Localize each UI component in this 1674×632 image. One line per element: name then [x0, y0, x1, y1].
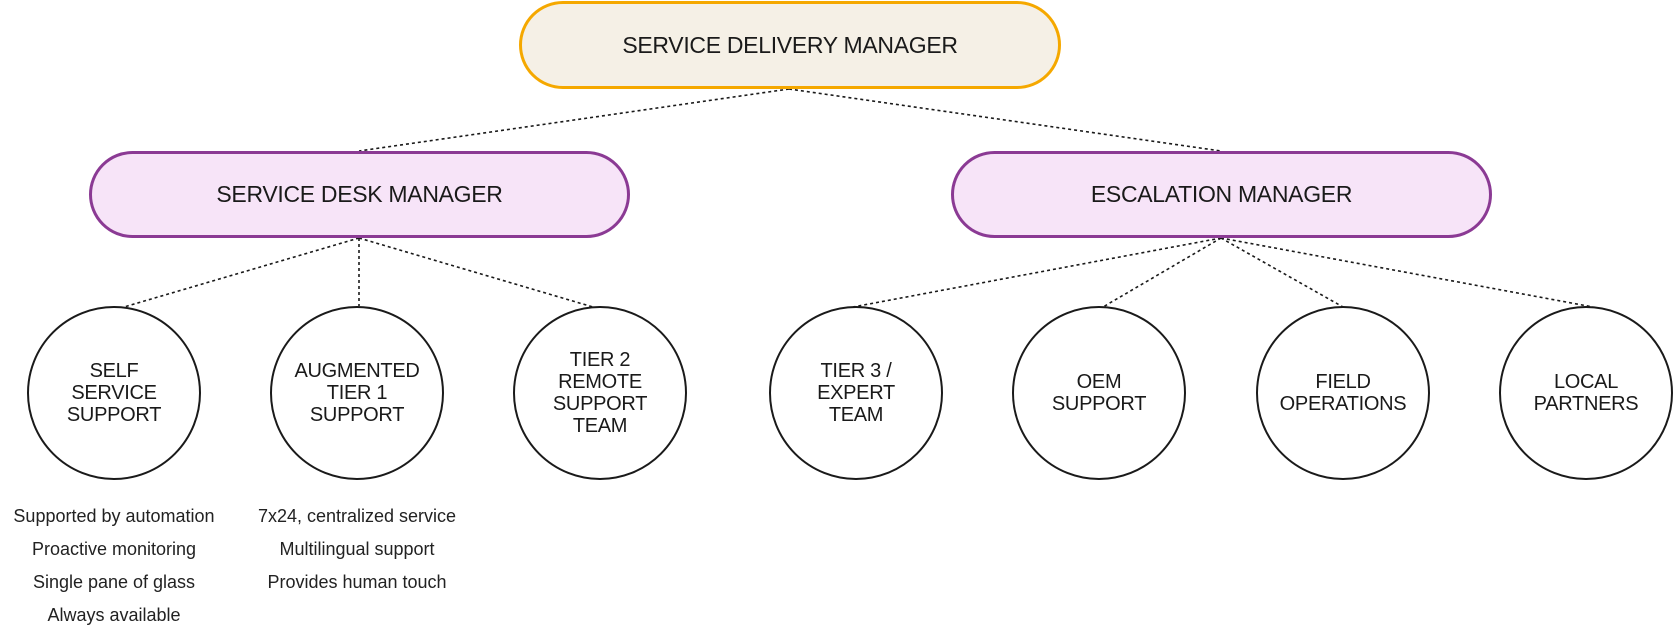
- field-operations-node: FIELD OPERATIONS: [1256, 306, 1430, 480]
- connector-escalation-to-local-partners: [1220, 237, 1594, 308]
- self-service-support-details: Supported by automation Proactive monito…: [0, 500, 234, 632]
- node-label-line: SUPPORT: [66, 404, 162, 426]
- node-label-line: EXPERT: [817, 382, 895, 404]
- node-label-line: TIER 2: [569, 349, 631, 371]
- service-desk-manager-node: SERVICE DESK MANAGER: [89, 151, 630, 238]
- connector-escalation-to-tier-3: [852, 237, 1222, 308]
- service-desk-manager-label: SERVICE DESK MANAGER: [216, 181, 503, 207]
- node-label-line: TEAM: [828, 404, 884, 426]
- connector-escalation-to-field-operations: [1220, 237, 1344, 308]
- node-label-line: SELF: [89, 360, 139, 382]
- connector-root-to-escalation: [788, 88, 1222, 152]
- node-label-line: FIELD: [1315, 371, 1371, 393]
- node-label-line: SERVICE: [71, 382, 157, 404]
- node-label-line: TIER 3 /: [820, 360, 892, 382]
- node-label-line: LOCAL: [1553, 371, 1619, 393]
- detail-item: Multilingual support: [279, 539, 435, 559]
- node-label-line: SUPPORT: [1051, 393, 1147, 415]
- local-partners-node: LOCAL PARTNERS: [1499, 306, 1673, 480]
- node-label-line: OPERATIONS: [1279, 393, 1407, 415]
- detail-item: Always available: [47, 605, 181, 625]
- node-label-line: TIER 1: [326, 382, 388, 404]
- augmented-tier-1-support-node: AUGMENTED TIER 1 SUPPORT: [270, 306, 444, 480]
- tier-3-expert-team-node: TIER 3 / EXPERT TEAM: [769, 306, 943, 480]
- service-delivery-manager-label: SERVICE DELIVERY MANAGER: [622, 31, 958, 58]
- detail-item: Supported by automation: [13, 506, 215, 526]
- node-label-line: SUPPORT: [552, 393, 648, 415]
- escalation-manager-label: ESCALATION MANAGER: [1090, 181, 1353, 207]
- detail-item: 7x24, centralized service: [257, 506, 457, 526]
- node-label-line: PARTNERS: [1533, 393, 1639, 415]
- connector-service-desk-to-self-service: [123, 237, 360, 308]
- service-delivery-manager-node: SERVICE DELIVERY MANAGER: [519, 1, 1061, 89]
- oem-support-node: OEM SUPPORT: [1012, 306, 1186, 480]
- connector-escalation-to-oem: [1102, 237, 1222, 308]
- node-label-line: AUGMENTED: [294, 360, 420, 382]
- node-label-line: REMOTE: [558, 371, 642, 393]
- node-label-line: OEM: [1076, 371, 1122, 393]
- node-label-line: SUPPORT: [309, 404, 405, 426]
- tier-2-remote-support-team-node: TIER 2 REMOTE SUPPORT TEAM: [513, 306, 687, 480]
- escalation-manager-node: ESCALATION MANAGER: [951, 151, 1492, 238]
- detail-item: Single pane of glass: [32, 572, 196, 592]
- connector-service-desk-to-tier-2: [358, 237, 594, 308]
- augmented-tier-1-support-details: 7x24, centralized service Multilingual s…: [237, 500, 477, 599]
- self-service-support-node: SELF SERVICE SUPPORT: [27, 306, 201, 480]
- detail-item: Provides human touch: [267, 572, 447, 592]
- connector-root-to-service-desk: [358, 88, 790, 152]
- detail-item: Proactive monitoring: [31, 539, 197, 559]
- node-label-line: TEAM: [572, 415, 628, 437]
